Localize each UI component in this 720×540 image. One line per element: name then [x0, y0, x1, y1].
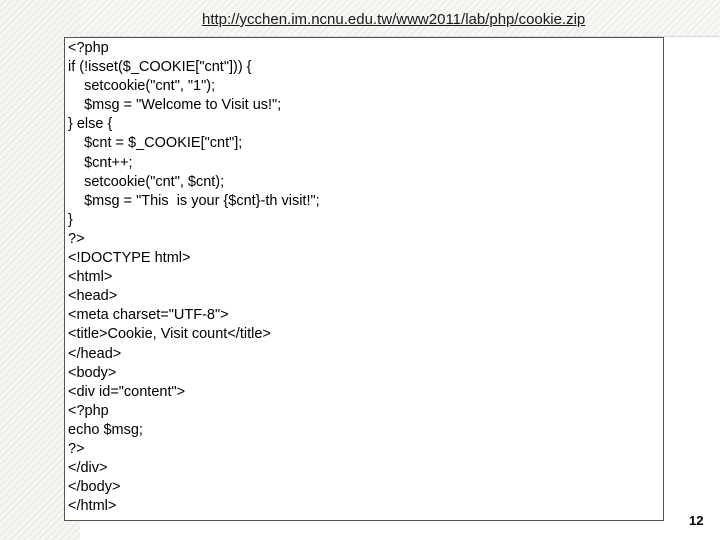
code-line: ?>: [68, 230, 85, 247]
code-line: </div>: [68, 460, 108, 477]
code-line: if (!isset($_COOKIE["cnt"])) {: [68, 59, 252, 76]
code-line: setcookie("cnt", "1");: [68, 78, 216, 95]
code-line: <head>: [68, 288, 118, 305]
code-line: </head>: [68, 345, 122, 362]
code-line: <body>: [68, 364, 117, 381]
page-number: 12: [689, 513, 704, 528]
code-line: <div id="content">: [68, 383, 186, 400]
code-line: } else {: [68, 116, 113, 133]
code-line: setcookie("cnt", $cnt);: [68, 173, 225, 190]
code-line: <title>Cookie, Visit count</title>: [68, 326, 271, 343]
top-band-divider: [80, 36, 720, 37]
code-line: <html>: [68, 269, 113, 286]
code-line: $msg = "This is your {$cnt}-th visit!";: [68, 192, 320, 209]
code-line: <!DOCTYPE html>: [68, 250, 191, 267]
code-line: <?php: [68, 402, 109, 419]
code-line: $msg = "Welcome to Visit us!";: [68, 97, 282, 114]
code-line: ?>: [68, 440, 85, 457]
code-line: <?php: [68, 40, 109, 56]
code-line: $cnt++;: [68, 154, 133, 171]
code-listing: <?php if (!isset($_COOKIE["cnt"])) { set…: [64, 37, 664, 521]
code-line: echo $msg;: [68, 421, 143, 438]
code-line: <meta charset="UTF-8">: [68, 307, 229, 324]
code-line: $cnt = $_COOKIE["cnt"];: [68, 135, 243, 152]
top-decorative-band: [80, 0, 720, 36]
code-line: </html>: [68, 498, 117, 515]
code-line: }: [68, 211, 73, 228]
code-line: </body>: [68, 479, 121, 496]
download-url-link[interactable]: http://ycchen.im.ncnu.edu.tw/www2011/lab…: [202, 11, 586, 28]
